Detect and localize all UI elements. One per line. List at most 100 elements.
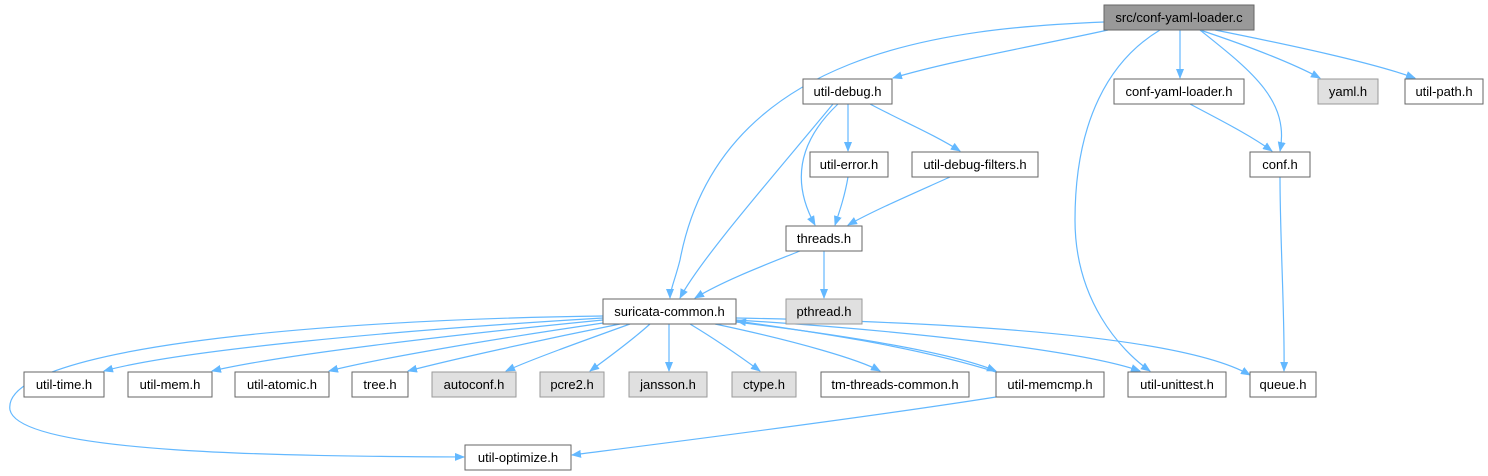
node-tree[interactable]: tree.h	[351, 371, 409, 398]
node-label: jansson.h	[639, 377, 696, 392]
node-label: conf.h	[1262, 157, 1297, 172]
edges-layer	[9, 21, 1416, 461]
node-box	[731, 371, 797, 398]
node-label: conf-yaml-loader.h	[1126, 84, 1233, 99]
node-box	[820, 371, 970, 398]
node-box	[1249, 371, 1317, 398]
node-box	[809, 151, 889, 178]
node-ctype: ctype.h	[731, 371, 797, 398]
node-label: yaml.h	[1329, 84, 1367, 99]
node-label: util-debug.h	[814, 84, 882, 99]
node-label: util-time.h	[36, 377, 92, 392]
node-box	[995, 371, 1105, 398]
node-label: tree.h	[363, 377, 396, 392]
node-label: util-path.h	[1415, 84, 1472, 99]
edge-util-debug-filters-to-threads	[847, 176, 951, 226]
edge-root-to-util-debug	[892, 29, 1109, 80]
node-util-optimize[interactable]: util-optimize.h	[464, 444, 572, 471]
node-label: util-optimize.h	[478, 450, 558, 465]
node-root: src/conf-yaml-loader.c	[1103, 4, 1255, 31]
node-box	[602, 298, 737, 325]
edge-suricata-common-to-util-time	[103, 317, 604, 373]
node-label: util-unittest.h	[1140, 377, 1214, 392]
node-box	[802, 78, 893, 105]
node-label: util-mem.h	[140, 377, 201, 392]
edge-root-to-conf	[1199, 29, 1286, 152]
nodes-layer: src/conf-yaml-loader.c util-debug.h conf-y…	[23, 4, 1484, 471]
node-conf[interactable]: conf.h	[1249, 151, 1311, 178]
node-util-mem[interactable]: util-mem.h	[127, 371, 213, 398]
node-util-atomic[interactable]: util-atomic.h	[234, 371, 330, 398]
edge-suricata-common-to-tree	[407, 323, 621, 373]
edge-suricata-common-to-pcre2	[589, 323, 651, 372]
node-tm-threads-common[interactable]: tm-threads-common.h	[820, 371, 970, 398]
node-box	[911, 151, 1039, 178]
node-box	[539, 371, 605, 398]
node-util-debug[interactable]: util-debug.h	[802, 78, 893, 105]
edge-suricata-common-to-queue	[735, 317, 1251, 376]
node-autoconf: autoconf.h	[431, 371, 517, 398]
edge-root-to-util-path	[1214, 29, 1416, 79]
edge-suricata-common-to-tm-threads-common	[714, 323, 881, 372]
edge-conf-yaml-loader-to-conf	[1189, 103, 1273, 152]
node-util-unittest[interactable]: util-unittest.h	[1127, 371, 1227, 398]
edge-suricata-common-to-util-optimize	[9, 315, 604, 461]
node-label: util-error.h	[820, 157, 879, 172]
node-suricata-common[interactable]: suricata-common.h	[602, 298, 737, 325]
node-yaml: yaml.h	[1317, 78, 1379, 105]
edge-root-to-yaml	[1199, 29, 1321, 79]
edge-suricata-common-to-util-atomic	[328, 321, 611, 373]
node-label: pthread.h	[797, 304, 852, 319]
edge-threads-to-suricata-common	[694, 250, 801, 299]
node-conf-yaml-loader[interactable]: conf-yaml-loader.h	[1113, 78, 1245, 105]
node-box	[785, 225, 863, 252]
node-label: src/conf-yaml-loader.c	[1115, 10, 1243, 25]
node-label: queue.h	[1260, 377, 1307, 392]
edge-util-error-to-threads	[834, 176, 849, 226]
node-box	[1127, 371, 1227, 398]
node-label: tm-threads-common.h	[831, 377, 958, 392]
node-label: util-atomic.h	[247, 377, 317, 392]
node-box	[1103, 4, 1255, 31]
node-label: util-memcmp.h	[1007, 377, 1092, 392]
node-util-memcmp[interactable]: util-memcmp.h	[995, 371, 1105, 398]
node-pthread: pthread.h	[785, 298, 863, 325]
edge-root-to-suricata-common	[666, 21, 1105, 299]
edge-util-memcmp-to-suricata-common	[736, 318, 997, 373]
node-box	[628, 371, 708, 398]
edge-suricata-common-to-util-unittest	[735, 319, 1141, 372]
node-label: threads.h	[797, 231, 851, 246]
node-label: util-debug-filters.h	[923, 157, 1026, 172]
node-threads[interactable]: threads.h	[785, 225, 863, 252]
node-queue[interactable]: queue.h	[1249, 371, 1317, 398]
edge-util-debug-to-threads	[800, 103, 839, 226]
edge-util-debug-to-util-debug-filters	[869, 103, 961, 152]
node-util-debug-filters[interactable]: util-debug-filters.h	[911, 151, 1039, 178]
node-box	[1317, 78, 1379, 105]
edge-suricata-common-to-ctype	[689, 323, 761, 372]
node-box	[234, 371, 330, 398]
node-label: suricata-common.h	[614, 304, 725, 319]
node-util-error[interactable]: util-error.h	[809, 151, 889, 178]
node-box	[23, 371, 105, 398]
node-label: ctype.h	[743, 377, 785, 392]
edge-conf-to-queue	[1279, 176, 1289, 372]
node-util-path[interactable]: util-path.h	[1404, 78, 1484, 105]
node-label: autoconf.h	[444, 377, 505, 392]
node-box	[1113, 78, 1245, 105]
edge-util-debug-to-suricata-common	[679, 103, 834, 299]
edge-root-to-util-unittest	[1074, 29, 1161, 372]
node-util-time[interactable]: util-time.h	[23, 371, 105, 398]
node-jansson: jansson.h	[628, 371, 708, 398]
node-box	[431, 371, 517, 398]
edge-suricata-common-to-autoconf	[505, 323, 631, 372]
node-box	[1404, 78, 1484, 105]
edge-util-memcmp-to-util-optimize	[571, 396, 997, 458]
node-box	[464, 444, 572, 471]
node-pcre2: pcre2.h	[539, 371, 605, 398]
node-box	[351, 371, 409, 398]
node-box	[1249, 151, 1311, 178]
edge-suricata-common-to-util-mem	[211, 319, 604, 373]
node-label: pcre2.h	[550, 377, 593, 392]
